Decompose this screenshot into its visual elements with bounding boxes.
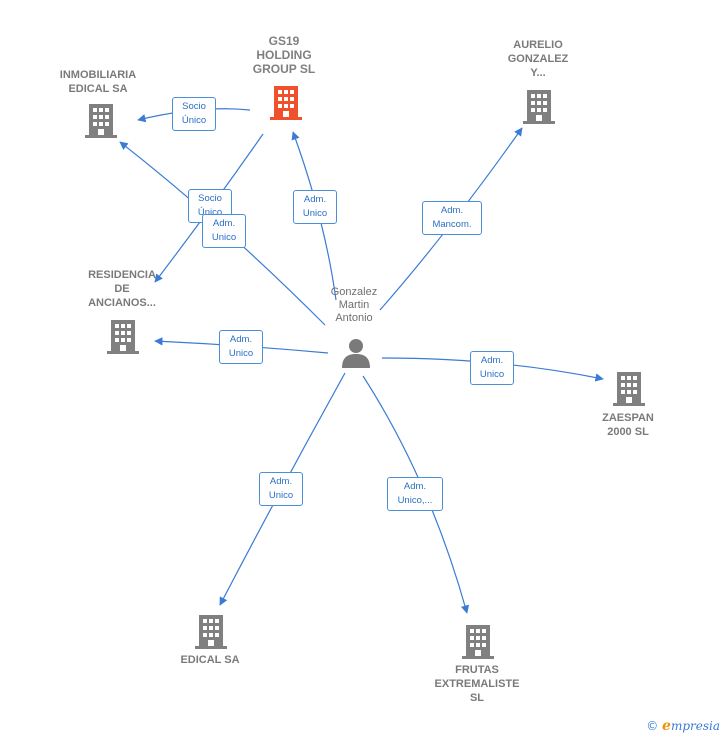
building-icon-gs19[interactable] (270, 84, 302, 120)
building-icon-frutas[interactable] (462, 623, 494, 659)
building-icon-aurelio[interactable] (523, 88, 555, 124)
node-label-gs19[interactable]: GS19 HOLDING GROUP SL (252, 34, 316, 76)
building-icon-zaespan[interactable] (613, 370, 645, 406)
building-icon-inmobiliaria[interactable] (85, 102, 117, 138)
edge-label-adm-unico-edical[interactable]: Adm. Unico (259, 472, 303, 506)
brand-name: mpresia (670, 719, 720, 733)
edge-label-socio-unico-1[interactable]: Socio Único (172, 97, 216, 131)
node-label-frutas[interactable]: FRUTAS EXTREMALISTE SL (434, 664, 520, 704)
edge-label-adm-unico-zaespan[interactable]: Adm. Unico (470, 351, 514, 385)
edge-label-adm-unico-frutas[interactable]: Adm. Unico,... (387, 477, 443, 511)
node-label-inmobiliaria[interactable]: INMOBILIARIA EDICAL SA (59, 69, 137, 95)
node-label-edical[interactable]: EDICAL SA (180, 654, 240, 666)
node-label-zaespan[interactable]: ZAESPAN 2000 SL (602, 412, 654, 438)
node-label-residencia[interactable]: RESIDENCIA DE ANCIANOS... (88, 269, 156, 309)
edge-label-adm-mancom[interactable]: Adm. Mancom. (422, 201, 482, 235)
person-icon[interactable] (341, 338, 371, 368)
edge-label-adm-unico-gs19[interactable]: Adm. Unico (293, 190, 337, 224)
building-icon-edical[interactable] (195, 613, 227, 649)
node-label-aurelio[interactable]: AURELIO GONZALEZ Y... (507, 39, 569, 79)
edge-label-adm-unico-inmobiliaria[interactable]: Adm. Unico (202, 214, 246, 248)
copyright-symbol: © (646, 719, 659, 733)
brand-initial: e (662, 718, 671, 734)
empresia-logo: © empresia (646, 718, 720, 734)
building-icon-residencia[interactable] (107, 318, 139, 354)
edge-label-adm-unico-residencia[interactable]: Adm. Unico (219, 330, 263, 364)
person-label[interactable]: Gonzalez Martin Antonio (330, 286, 378, 324)
